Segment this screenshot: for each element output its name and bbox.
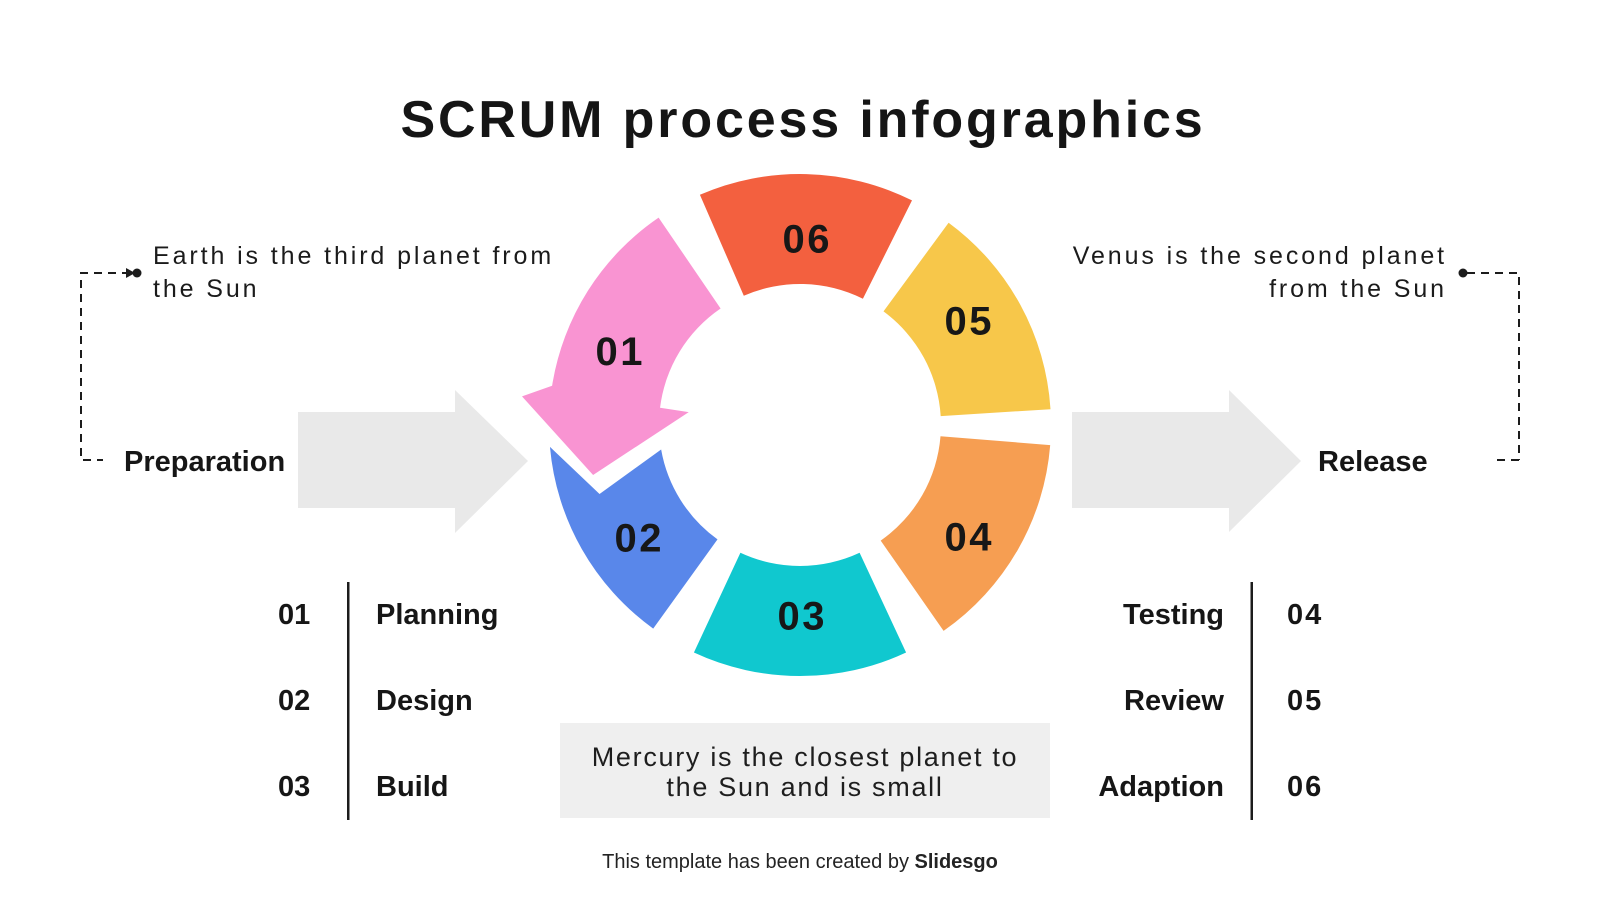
svg-text:02: 02 — [615, 516, 664, 560]
svg-text:01: 01 — [596, 330, 645, 374]
svg-text:05: 05 — [945, 299, 994, 343]
svg-text:04: 04 — [945, 515, 994, 559]
svg-text:03: 03 — [778, 594, 827, 638]
svg-text:06: 06 — [783, 217, 832, 261]
